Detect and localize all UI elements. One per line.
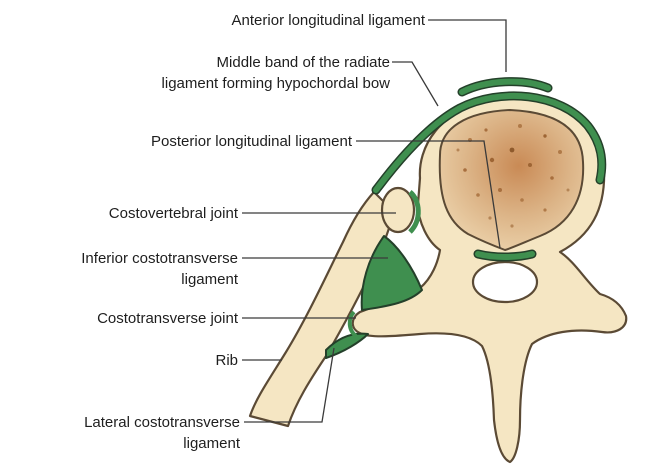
vertebral-foramen [473,262,537,302]
label-costotransverse-joint: Costotransverse joint [97,310,239,327]
label-middle-band-line1: Middle band of the radiate [217,54,390,71]
label-inferior-costotransverse-line1: Inferior costotransverse [81,250,238,267]
label-costovertebral-joint: Costovertebral joint [109,205,239,222]
label-posterior-longitudinal-ligament: Posterior longitudinal ligament [151,133,353,150]
leader-anterior-longitudinal [428,20,506,72]
label-rib: Rib [215,352,238,369]
label-middle-band-line2: ligament forming hypochordal bow [162,75,391,92]
label-lateral-costotransverse-line2: ligament [183,435,241,452]
rib-head [382,188,414,232]
leader-middle-band [392,62,438,106]
label-anterior-longitudinal-ligament: Anterior longitudinal ligament [232,12,426,29]
label-lateral-costotransverse-line1: Lateral costotransverse [84,414,240,431]
label-inferior-costotransverse-line2: ligament [181,271,239,288]
